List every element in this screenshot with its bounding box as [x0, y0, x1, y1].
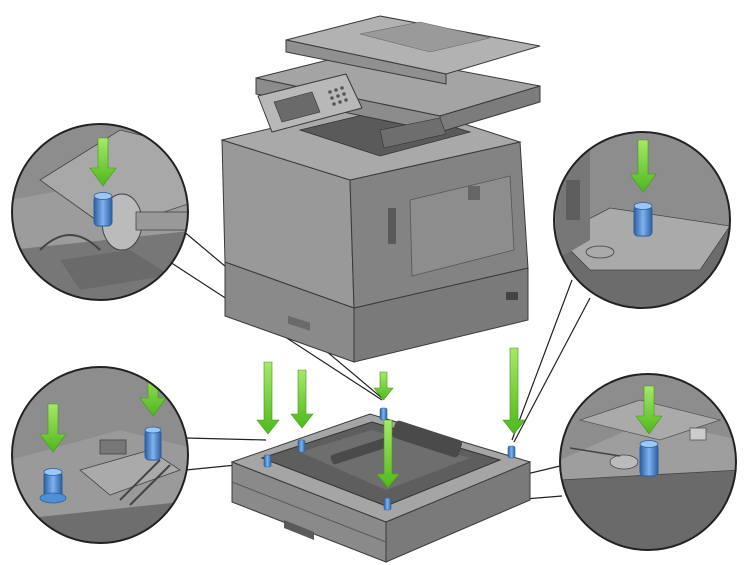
bottom-left-detail [11, 366, 189, 544]
bottom-right-detail [559, 373, 737, 551]
alignment-pin-icon [263, 407, 516, 511]
leader-lines [169, 229, 591, 511]
down-arrow-icon [256, 347, 526, 489]
top-left-detail [11, 123, 189, 301]
optional-feeder [230, 407, 532, 563]
top-right-detail [553, 131, 731, 309]
printer [220, 15, 541, 363]
